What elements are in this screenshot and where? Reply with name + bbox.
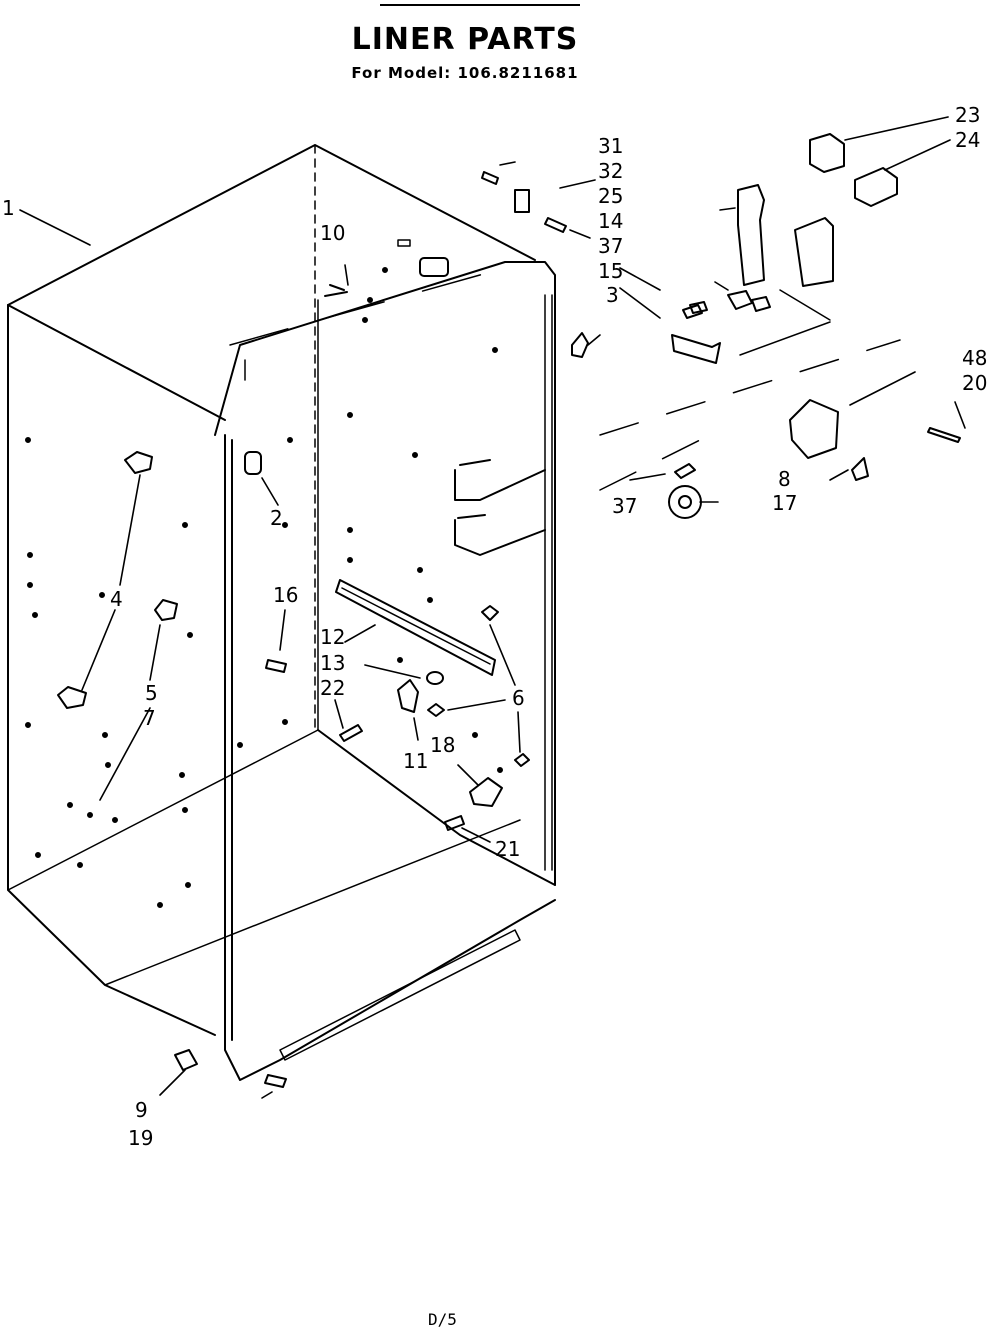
callout-48: 48 [962,346,987,370]
cabinet-liner [7,144,556,1081]
callout-22: 22 [320,676,345,700]
callout-20: 20 [962,371,987,395]
callout-13: 13 [320,651,345,675]
callout-25: 25 [598,184,623,208]
callout-18: 18 [430,733,455,757]
callout-5: 5 [145,681,158,705]
leader-lines [19,116,966,1099]
callout-37-lower: 37 [612,494,637,518]
callout-2: 2 [270,506,283,530]
callout-16: 16 [273,583,298,607]
callout-3: 3 [606,283,619,307]
callout-9: 9 [135,1098,148,1122]
callout-37-upper: 37 [598,234,623,258]
callout-19: 19 [128,1126,153,1150]
callout-12: 12 [320,625,345,649]
callout-8: 8 [778,467,791,491]
page-title: LINER PARTS [351,22,579,57]
callout-11: 11 [403,749,428,773]
callout-10: 10 [320,221,345,245]
callout-4: 4 [110,587,123,611]
small-parts [57,133,961,1088]
model-subtitle: For Model: 106.8211681 [351,64,579,82]
callout-24: 24 [955,128,980,152]
callout-21: 21 [495,837,520,861]
callout-23: 23 [955,103,980,127]
callout-15: 15 [598,259,623,283]
callout-1: 1 [2,196,15,220]
title-rule [380,4,580,6]
callout-32: 32 [598,159,623,183]
callout-6: 6 [512,686,525,710]
callout-17: 17 [772,491,797,515]
callout-14: 14 [598,209,623,233]
callout-31: 31 [598,134,623,158]
page-id: D/5 [428,1310,457,1329]
callout-7: 7 [143,706,156,730]
